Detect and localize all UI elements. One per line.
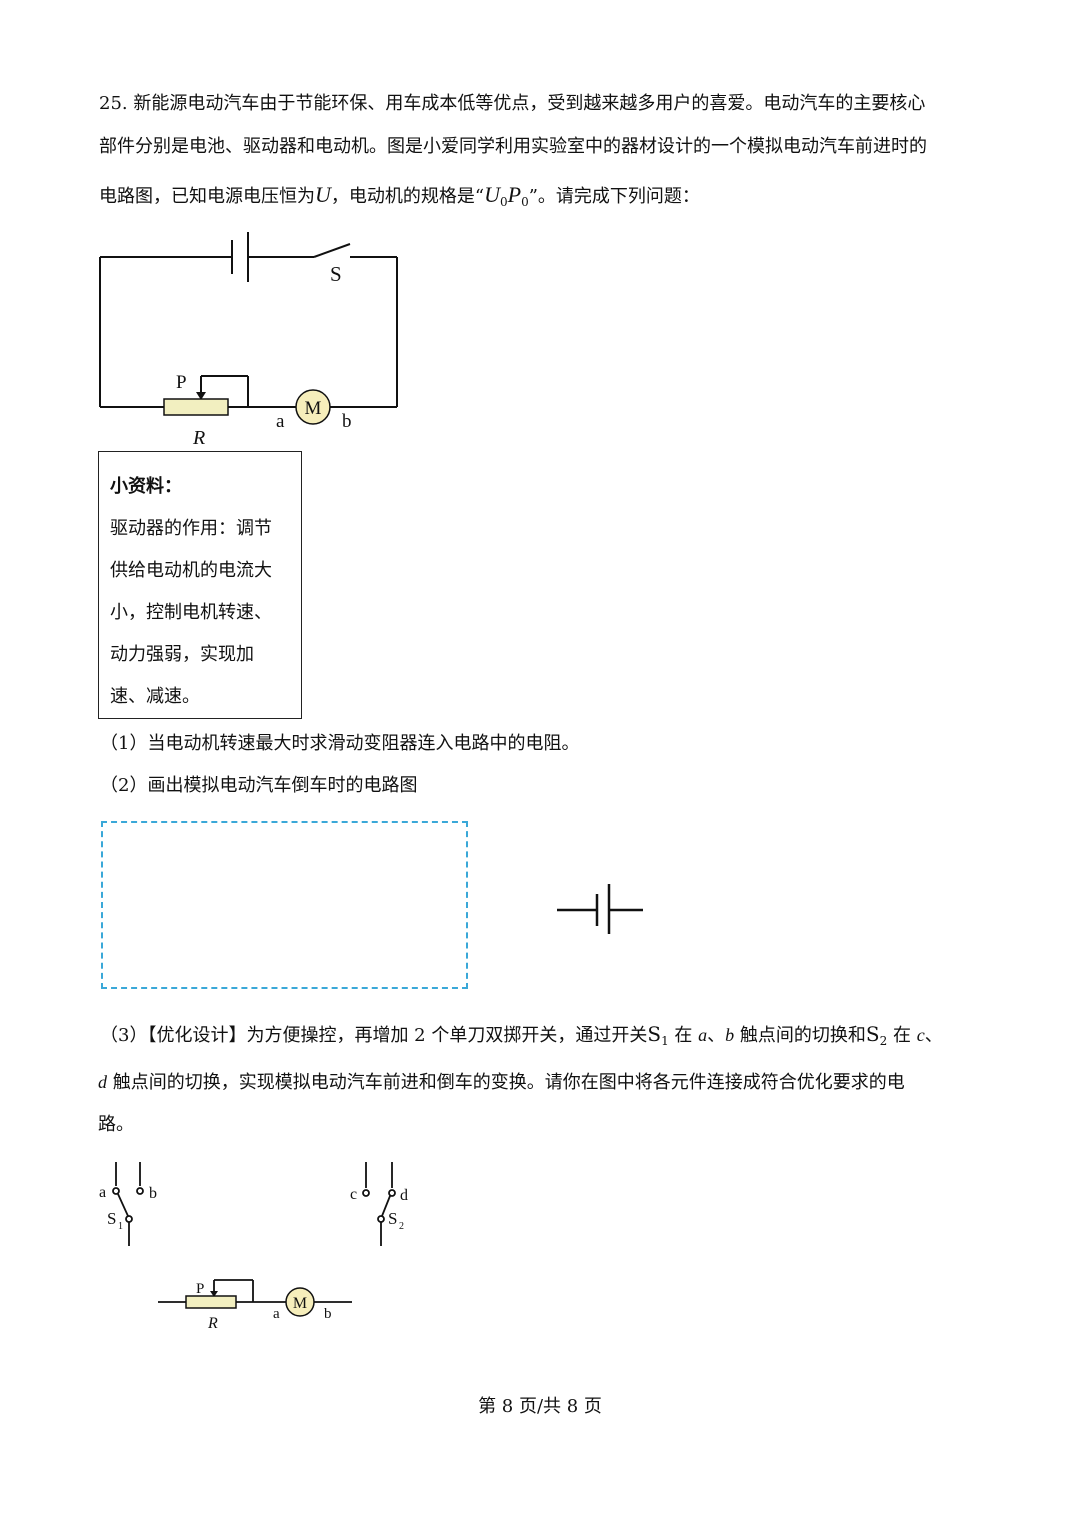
sub-question-1: （1）当电动机转速最大时求滑动变阻器连入电路中的电阻。 bbox=[100, 733, 580, 754]
battery-symbol bbox=[557, 884, 643, 934]
motor-symbol bbox=[285, 1287, 315, 1317]
info-box-line: 供给电动机的电流大 bbox=[110, 560, 272, 581]
rheostat-body bbox=[163, 398, 229, 416]
slider-arrow-icon bbox=[210, 1291, 218, 1297]
resistor-label: R bbox=[192, 427, 205, 449]
terminal-b-label: b bbox=[324, 1306, 332, 1322]
terminal-b-label: b bbox=[342, 411, 352, 432]
s2-contact-d-label: d bbox=[400, 1187, 408, 1204]
question-line-1: 25. 新能源电动汽车由于节能环保、用车成本低等优点，受到越来越多用户的喜爱。电… bbox=[99, 93, 926, 114]
switch-label: S bbox=[330, 262, 342, 286]
switch-s1-symbol: a b S 1 bbox=[99, 1162, 157, 1246]
page-footer: 第 8 页/共 8 页 bbox=[478, 1396, 602, 1417]
sub-question-3-line-2: d 触点间的切换，实现模拟电动汽车前进和倒车的变换。请你在图中将各元件连接成符合… bbox=[98, 1072, 905, 1093]
s1-label: S bbox=[107, 1209, 116, 1228]
info-box-title: 小资料： bbox=[110, 476, 182, 497]
forward-circuit-diagram: M S P R a b bbox=[99, 232, 398, 449]
terminal-a-label: a bbox=[273, 1306, 280, 1322]
resistor-label: R bbox=[207, 1315, 218, 1332]
voltage-symbol: U bbox=[315, 182, 331, 207]
motor-label: M bbox=[305, 398, 322, 419]
info-box-line: 速、减速。 bbox=[110, 686, 200, 707]
question-line-3: 电路图，已知电源电压恒为U，电动机的规格是“U0P0”。请完成下列问题： bbox=[99, 182, 700, 210]
info-box-line: 小，控制电机转速、 bbox=[110, 602, 272, 623]
slider-arrow-icon bbox=[196, 392, 206, 400]
terminal-a-label: a bbox=[276, 411, 285, 432]
switch-blade bbox=[313, 243, 351, 258]
motor-label: M bbox=[293, 1295, 307, 1312]
slider-label: P bbox=[196, 1281, 204, 1297]
s1-contact-a-label: a bbox=[99, 1184, 106, 1201]
s2-label: S bbox=[388, 1209, 397, 1228]
s2-subscript: 2 bbox=[399, 1221, 404, 1232]
sub-question-3-line-1: （3）【优化设计】为方便操控，再增加 2 个单刀双掷开关，通过开关S1 在 a、… bbox=[100, 1022, 943, 1048]
rheostat-body bbox=[185, 1295, 237, 1309]
sub-question-2: （2）画出模拟电动汽车倒车时的电路图 bbox=[100, 775, 418, 796]
sub-question-3-line-3: 路。 bbox=[98, 1114, 134, 1135]
s2-contact-c-label: c bbox=[350, 1186, 357, 1203]
motor-symbol bbox=[295, 389, 331, 425]
info-box-line: 动力强弱，实现加 bbox=[110, 644, 254, 665]
info-box-line: 驱动器的作用：调节 bbox=[110, 518, 272, 539]
slider-label: P bbox=[176, 372, 187, 393]
question-line-2: 部件分别是电池、驱动器和电动机。图是小爱同学利用实验室中的器材设计的一个模拟电动… bbox=[99, 136, 927, 157]
drawing-area[interactable] bbox=[101, 821, 468, 989]
s1-contact-b-label: b bbox=[149, 1185, 157, 1202]
rheostat-motor-diagram: M P R a b bbox=[158, 1279, 352, 1332]
s1-subscript: 1 bbox=[118, 1221, 123, 1232]
info-box: 小资料： 驱动器的作用：调节 供给电动机的电流大 小，控制电机转速、 动力强弱，… bbox=[98, 451, 302, 719]
switch-s2-symbol: c d S 2 bbox=[350, 1162, 408, 1246]
